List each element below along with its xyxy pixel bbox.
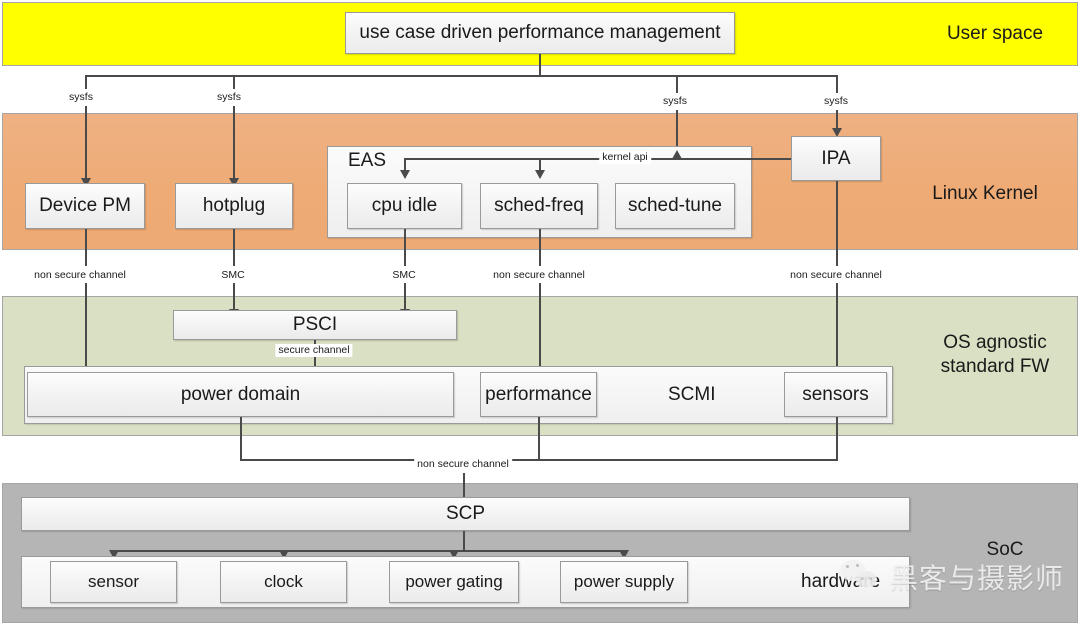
connector-sensors-down [836, 417, 838, 460]
edge-label-sysfs-1: sysfs [66, 91, 96, 104]
connector-hotplug-down2 [233, 283, 235, 311]
use-case-driven-performance-management-box[interactable]: use case driven performance management [345, 12, 735, 54]
connector-sysfs-1-lower [85, 106, 87, 180]
ipa-box[interactable]: IPA [791, 136, 881, 181]
connector-sysfs-4-lower [836, 110, 838, 130]
connector-sysfs-2-lower [233, 106, 235, 180]
arrow-kernel-api-hop [671, 150, 682, 159]
edge-label-nsc-4: non secure channel [414, 458, 512, 471]
power-gating-box[interactable]: power gating [389, 561, 519, 603]
connector-psci-down [314, 340, 316, 345]
connector-schedfreq-down2 [539, 283, 541, 371]
edge-label-nsc-2: non secure channel [490, 269, 588, 282]
connector-sysfs-3-lower [676, 110, 678, 150]
connector-sysfs-1-upper [85, 75, 87, 89]
connector-userspace-stem [539, 54, 541, 76]
connector-scp-fanout-stem [463, 531, 465, 551]
connector-psci-down2 [314, 357, 316, 369]
connector-ipa-down [836, 181, 838, 266]
arrow-kernel-api-schedfreq [534, 170, 545, 179]
sched-freq-box[interactable]: sched-freq [480, 183, 598, 229]
power-domain-box[interactable]: power domain [27, 372, 454, 417]
arrow-scp-to-clock [278, 550, 289, 559]
sensors-box[interactable]: sensors [784, 372, 887, 417]
edge-label-nsc-1: non secure channel [31, 269, 129, 282]
connector-sysfs-3-upper [676, 75, 678, 93]
edge-label-secure-channel: secure channel [275, 344, 353, 357]
arrow-scp-to-sensor [108, 550, 119, 559]
scmi-title: SCMI [668, 384, 716, 405]
connector-kernel-api-run [404, 158, 791, 160]
cpu-idle-box[interactable]: cpu idle [347, 183, 462, 229]
arrow-sysfs-4 [831, 128, 842, 137]
arrow-scp-to-power-gating [448, 550, 459, 559]
connector-kernel-api-to-cpuidle [404, 158, 406, 172]
edge-label-kernel-api: kernel api [599, 151, 651, 164]
arrow-scp-to-power-supply [618, 550, 629, 559]
connector-devicepm-down2 [85, 283, 87, 371]
edge-label-smc-1: SMC [218, 269, 248, 282]
psci-box[interactable]: PSCI [173, 310, 457, 340]
connector-sysfs-4-upper [836, 75, 838, 93]
arrow-sysfs-1 [80, 178, 91, 187]
edge-label-sysfs-3: sysfs [660, 95, 690, 108]
sched-tune-box[interactable]: sched-tune [615, 183, 735, 229]
edge-label-nsc-3: non secure channel [787, 269, 885, 282]
scp-box[interactable]: SCP [21, 497, 910, 531]
connector-kernel-api-to-schedfreq [539, 158, 541, 172]
connector-sysfs-2-upper [233, 75, 235, 89]
edge-label-sysfs-4: sysfs [821, 95, 851, 108]
connector-schedfreq-down [539, 229, 541, 266]
power-supply-box[interactable]: power supply [560, 561, 688, 603]
connector-scp-merge-bus [240, 459, 838, 461]
sensor-box[interactable]: sensor [50, 561, 177, 603]
connector-powerdomain-down [240, 417, 242, 460]
edge-label-smc-2: SMC [389, 269, 419, 282]
hotplug-box[interactable]: hotplug [175, 183, 293, 229]
clock-box[interactable]: clock [220, 561, 347, 603]
arrow-sysfs-2 [228, 178, 239, 187]
hardware-title: hardware [801, 571, 881, 592]
connector-ipa-down2 [836, 283, 838, 371]
device-pm-box[interactable]: Device PM [25, 183, 145, 229]
connector-performance-down [538, 417, 540, 460]
edge-label-sysfs-2: sysfs [214, 91, 244, 104]
connector-scp-fanout-bus [113, 550, 624, 552]
connector-scp-stem-lower [463, 473, 465, 499]
performance-box[interactable]: performance [480, 372, 597, 417]
connector-devicepm-down [85, 229, 87, 266]
arrow-kernel-api-cpuidle [399, 170, 410, 179]
connector-cpuidle-down [404, 229, 406, 266]
connector-userspace-bus [85, 75, 837, 77]
eas-title: EAS [348, 150, 387, 171]
connector-cpuidle-down2 [404, 283, 406, 311]
connector-hotplug-down [233, 229, 235, 266]
